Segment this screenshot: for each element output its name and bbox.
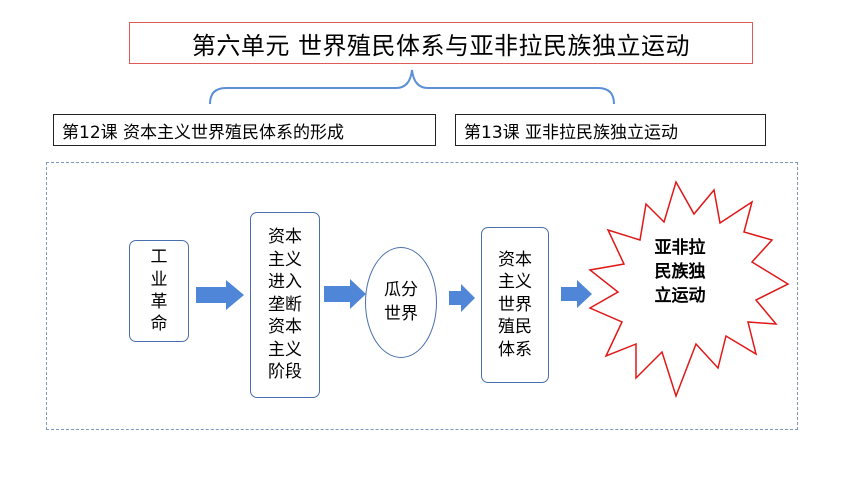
node-text-line: 资本 — [268, 227, 302, 248]
node-text-line: 体系 — [498, 339, 532, 360]
flow-panel — [46, 162, 798, 430]
flow-node-monopoly-capitalism: 资本 主义 进入 垄断 资本 主义 阶段 — [250, 212, 320, 398]
flow-node-colonial-system: 资本 主义 世界 殖民 体系 — [481, 227, 549, 383]
curly-brace — [209, 69, 615, 105]
arrow-right-icon — [196, 280, 244, 310]
lesson-13-box: 第13课 亚非拉民族独立运动 — [455, 114, 766, 146]
node-text-line: 亚非拉 — [654, 238, 706, 258]
flow-node-independence-movement: 亚非拉 民族独 立运动 — [624, 236, 736, 308]
node-text-line: 业 — [150, 269, 168, 290]
node-text-line: 阶段 — [268, 362, 302, 383]
node-text-line: 资本 — [498, 249, 532, 270]
node-text-line: 主义 — [268, 339, 302, 360]
arrow-right-icon — [449, 284, 475, 312]
arrow-right-icon — [561, 280, 592, 308]
node-text-line: 殖民 — [498, 317, 532, 338]
node-text-line: 工 — [150, 247, 168, 268]
node-text-line: 命 — [150, 314, 168, 335]
node-text-line: 垄断 — [268, 294, 302, 315]
node-text-line: 立运动 — [654, 286, 706, 307]
node-text-line: 世界 — [498, 294, 532, 315]
node-text-line: 世界 — [384, 303, 418, 324]
arrow-right-icon — [324, 279, 366, 309]
node-text-line: 瓜分 — [384, 279, 418, 300]
node-text-line: 主义 — [268, 249, 302, 270]
burst-shape — [588, 180, 790, 399]
unit-title: 第六单元 世界殖民体系与亚非拉民族独立运动 — [129, 22, 753, 64]
node-text-line: 进入 — [268, 272, 302, 293]
flow-node-industrial-revolution: 工 业 革 命 — [129, 240, 189, 342]
node-text-line: 革 — [150, 292, 168, 312]
flow-node-divide-world: 瓜分 世界 — [365, 247, 437, 358]
node-text-line: 资本 — [268, 317, 302, 338]
node-text-line: 主义 — [498, 272, 532, 293]
node-text-line: 民族独 — [654, 262, 706, 283]
lesson-12-box: 第12课 资本主义世界殖民体系的形成 — [53, 114, 436, 146]
